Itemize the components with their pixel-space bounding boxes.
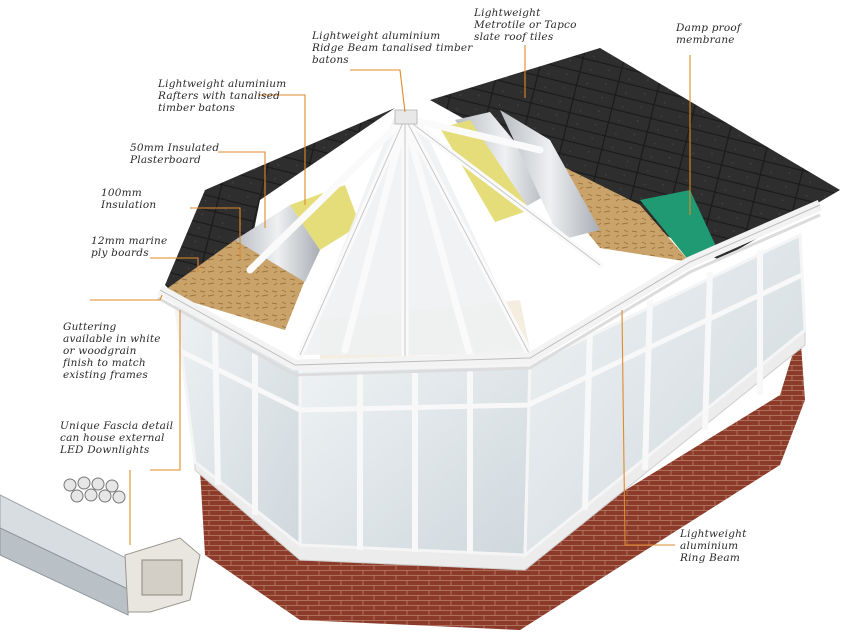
led-downlights [63,476,126,504]
roof-tiles [165,48,840,290]
label-guttering: Guttering available in white or woodgrai… [63,321,161,381]
leader-ridge-beam [350,69,406,113]
ring-beam [157,199,823,377]
leader-ring-beam [621,309,675,546]
roof-rafters [246,109,604,364]
label-fascia: Unique Fascia detail can house external … [60,420,174,456]
leader-lines [90,45,691,546]
label-roof-tiles: Lightweight Metrotile or Tapco slate roo… [474,7,577,43]
label-damp-proof-membrane: Damp proof membrane [676,22,741,46]
leader-insulation [190,207,241,258]
leader-ply-boards [150,257,199,272]
label-insulation: 100mm Insulation [101,187,157,211]
leader-fascia [150,310,181,471]
damp-proof-membrane [640,190,720,262]
leader-guttering [90,294,163,301]
label-ridge-beam: Lightweight aluminium Ridge Beam tanalis… [312,30,473,66]
leader-rafters [258,94,306,205]
label-ply-boards: 12mm marine ply boards [91,235,168,259]
fascia-detail-inset [0,476,201,616]
ply-boards [165,165,690,330]
label-ring-beam: Lightweight aluminium Ring Beam [680,528,747,564]
leader-plasterboard [218,151,266,228]
label-plasterboard: 50mm Insulated Plasterboard [130,142,220,166]
label-rafters: Lightweight aluminium Rafters with tanal… [158,78,287,114]
